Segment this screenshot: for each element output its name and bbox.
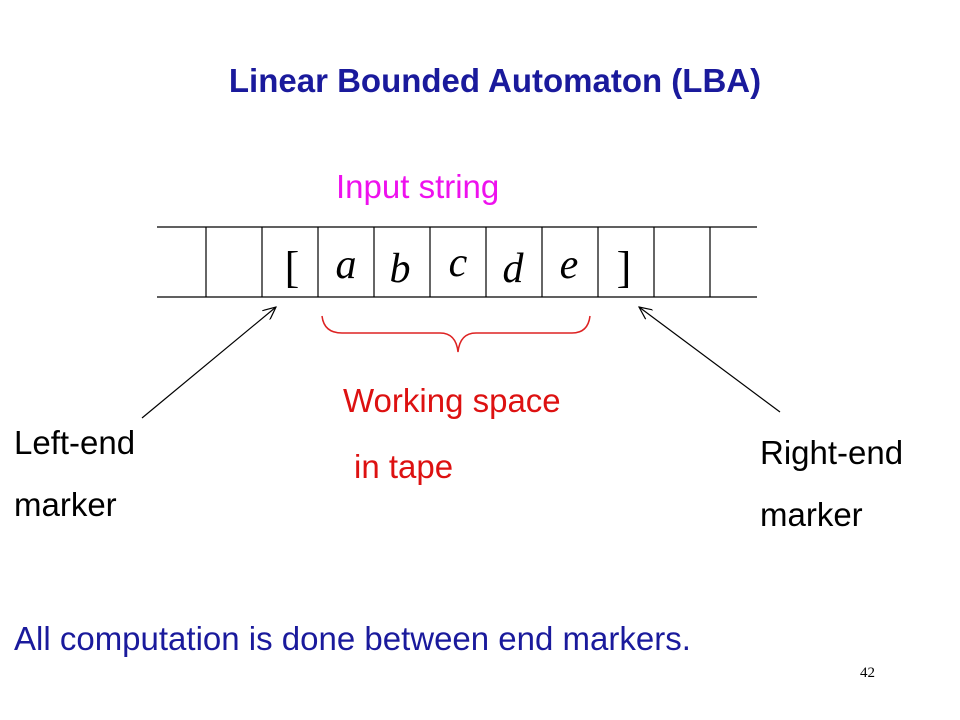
- working-space-label-line1: Working space: [343, 382, 561, 419]
- footer-statement: All computation is done between end mark…: [14, 620, 691, 657]
- right-marker-arrow: [639, 307, 781, 413]
- tape-cell-symbol: a: [336, 242, 357, 288]
- tape-cell-symbol: b: [390, 246, 411, 292]
- right-end-marker-label-line2: marker: [760, 496, 863, 533]
- input-string-label: Input string: [336, 168, 500, 205]
- left-marker-arrow: [141, 307, 276, 419]
- working-space-label-line2: in tape: [354, 448, 454, 485]
- tape-cell-symbol: [: [285, 243, 300, 292]
- tape-cell-symbol: e: [560, 242, 579, 288]
- tape-cell-symbol: c: [449, 240, 468, 286]
- page-number: 42: [860, 665, 875, 681]
- slide-title: Linear Bounded Automaton (LBA): [228, 62, 762, 99]
- left-end-marker-label-line2: marker: [14, 486, 117, 523]
- tape-cell-symbol: d: [503, 246, 525, 292]
- left-end-marker-label-line1: Left-end: [14, 424, 136, 461]
- working-space-brace: [321, 315, 591, 353]
- right-end-marker-label-line1: Right-end: [760, 434, 904, 471]
- tape-cell-symbol: ]: [617, 243, 632, 292]
